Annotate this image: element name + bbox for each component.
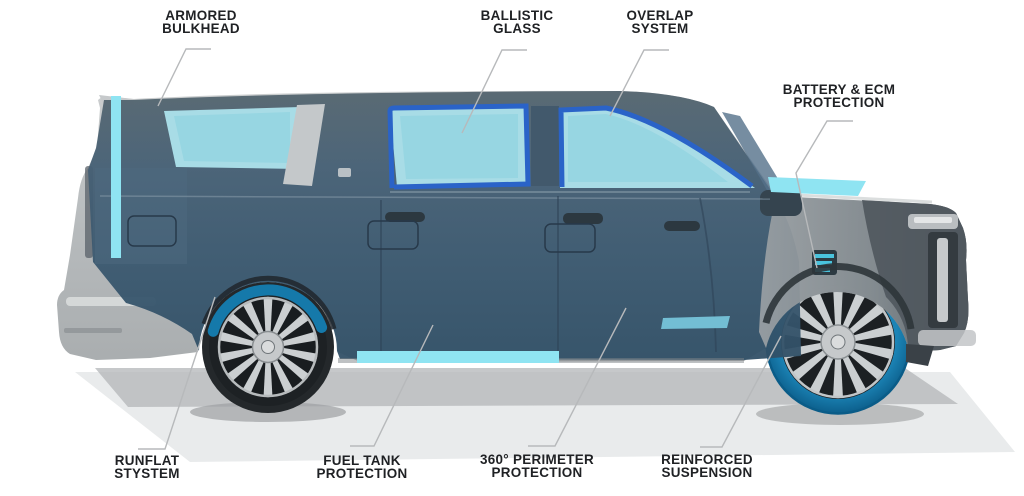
leader-lines — [138, 48, 853, 450]
window-rear-quarter-pane — [174, 112, 290, 163]
callout-perimeter-protection: 360° PERIMETER PROTECTION — [480, 451, 594, 480]
glass-and-pillars — [164, 103, 755, 193]
callout-label-line: SYSTEM — [631, 19, 689, 36]
callout-label-line: BATTERY & ECM — [782, 81, 896, 97]
callout-label-line: PROTECTION — [793, 93, 885, 110]
side-mirror — [760, 190, 802, 216]
window-front-door-pane — [568, 114, 728, 182]
leader-ballistic-glass — [461, 49, 527, 134]
door-handle — [664, 221, 700, 231]
callout-label-line: SUSPENSION — [661, 463, 753, 480]
armor-plate — [544, 223, 596, 253]
front-fender-lip — [762, 263, 915, 330]
front-hub-cap — [830, 334, 846, 350]
door-handle — [385, 212, 425, 222]
callout-label-line: OVERLAP — [626, 7, 694, 23]
callout-battery-ecm-protection: BATTERY & ECM PROTECTION — [782, 81, 896, 110]
callout-label-line: BULKHEAD — [162, 19, 240, 36]
callout-label-line: 360° PERIMETER — [480, 451, 594, 467]
callout-runflat-system: RUNFLAT STYSTEM — [114, 452, 180, 481]
drl-strip — [937, 238, 948, 322]
rear-reflector — [64, 328, 122, 333]
callout-label-line: PROTECTION — [316, 464, 408, 481]
highlight-door-strip — [661, 316, 730, 329]
callout-fuel-tank-protection: FUEL TANK PROTECTION — [316, 452, 408, 481]
armor-plate — [127, 215, 177, 247]
callout-overlap-system: OVERLAP SYSTEM — [626, 7, 694, 36]
window-rear-door-pane — [400, 114, 518, 179]
armor-plate — [367, 220, 419, 250]
rear-rim-lip — [217, 296, 319, 398]
callout-label-line: STYSTEM — [114, 464, 180, 481]
protection-highlights — [111, 96, 866, 363]
cadillac-crest-icon — [338, 168, 351, 177]
c-pillar — [283, 104, 325, 186]
callout-label-line: RUNFLAT — [114, 452, 180, 468]
callout-label-line: PROTECTION — [491, 463, 583, 480]
frame-rear-door — [387, 103, 531, 190]
leader-armored-bulkhead — [157, 48, 211, 107]
leader-fuel-tank — [350, 324, 434, 447]
callout-label-line: FUEL TANK — [323, 452, 401, 468]
callout-label-line: BALLISTIC — [480, 7, 554, 23]
callout-label-line: ARMORED — [165, 7, 237, 23]
front-bumper-lower — [918, 330, 976, 346]
callout-label-line: GLASS — [493, 19, 541, 36]
door-handle — [563, 213, 603, 224]
leader-runflat — [138, 296, 216, 450]
frame-front-door — [558, 105, 754, 189]
front-wheel — [765, 269, 911, 415]
callout-ballistic-glass: BALLISTIC GLASS — [480, 7, 554, 36]
highlight-battery-ecm — [768, 177, 866, 196]
leader-reinforced-suspension — [700, 335, 782, 448]
windshield — [722, 112, 786, 192]
front-mud-flap — [906, 344, 934, 366]
beltline — [99, 195, 771, 200]
rear-hub-cap — [261, 340, 275, 354]
runflat-arc-rear — [207, 284, 328, 337]
leader-overlap-system — [609, 49, 669, 117]
callout-reinforced-suspension: REINFORCED SUSPENSION — [661, 451, 753, 480]
b-pillar — [531, 106, 559, 186]
headlight-bar — [914, 217, 952, 223]
highlight-fuel-tank-rocker — [357, 351, 559, 363]
door-seams — [380, 196, 717, 357]
hood-edge — [777, 192, 933, 204]
leader-perimeter — [528, 307, 627, 447]
callout-label-line: REINFORCED — [661, 451, 753, 467]
highlight-armored-bulkhead — [111, 96, 121, 258]
rear-wheel — [202, 281, 334, 413]
rear-fender-lip — [201, 275, 337, 330]
callout-armored-bulkhead: ARMORED BULKHEAD — [162, 7, 240, 36]
leader-battery-ecm — [795, 120, 853, 269]
